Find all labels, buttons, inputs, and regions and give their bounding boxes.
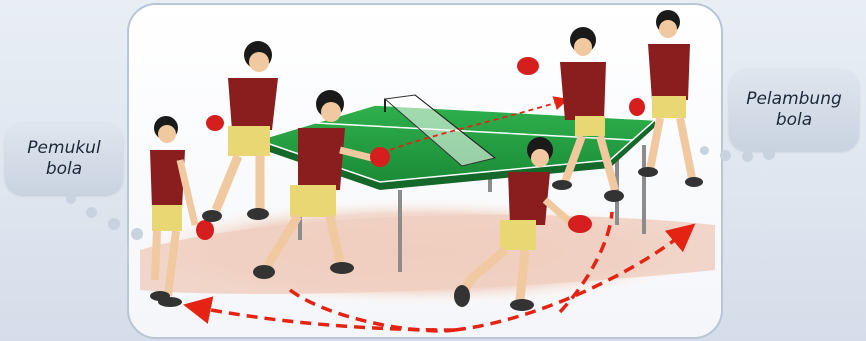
bubble-tail-dot (700, 146, 709, 155)
bubble-tail-dot (720, 150, 731, 161)
bubble-tail-dot (66, 194, 76, 204)
bubble-tail-dot (131, 228, 143, 240)
label-pelambung-bola: Pelambung bola (746, 89, 842, 131)
bubble-tail-dot (108, 218, 120, 230)
label-pemukul-bola: Pemukul bola (27, 138, 100, 180)
bubble-tail-dot (742, 151, 753, 162)
label-bubble-right: Pelambung bola (729, 69, 859, 151)
bubble-tail-dot (763, 148, 775, 160)
label-bubble-left: Pemukul bola (5, 123, 123, 195)
bubble-tail-dot (86, 207, 97, 218)
